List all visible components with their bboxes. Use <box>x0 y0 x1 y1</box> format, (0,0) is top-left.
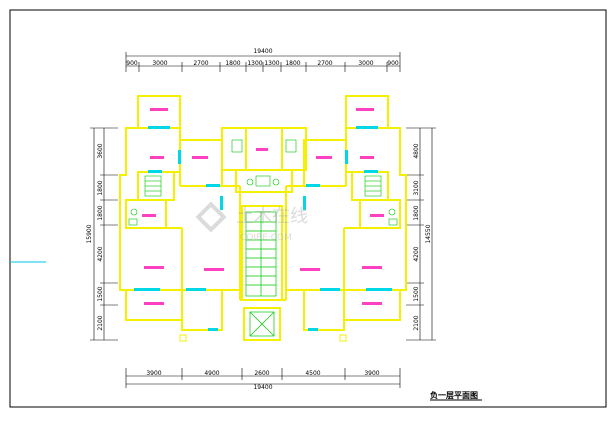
top-dim-10: 900 <box>387 60 399 67</box>
left-dim-4: 4200 <box>97 246 104 261</box>
top-dim-9: 3000 <box>358 60 373 67</box>
bottom-dim-2: 4900 <box>204 370 219 377</box>
left-dim-3: 1800 <box>97 205 104 220</box>
watermark-text: 土木在线 <box>236 206 308 227</box>
watermark: 土木在线 COIBE·COM <box>195 201 308 243</box>
column-marks <box>179 334 347 342</box>
top-dimension-chain <box>125 52 401 72</box>
top-total-dim: 19400 <box>253 48 272 55</box>
bottom-dim-5: 3900 <box>364 370 379 377</box>
floor-plan-walls <box>119 95 407 341</box>
bottom-dimension-chain <box>125 368 401 388</box>
right-dim-2: 3100 <box>413 180 420 195</box>
left-dim-2: 1800 <box>97 180 104 195</box>
watermark-logo <box>195 201 227 233</box>
bottom-dim-4: 4500 <box>305 370 320 377</box>
top-dim-5: 1300 <box>247 60 262 67</box>
left-total-dim: 15900 <box>86 224 93 243</box>
bottom-total-dim: 19400 <box>253 384 272 391</box>
right-dim-5: 1500 <box>413 286 420 301</box>
right-dim-1: 4800 <box>413 143 420 158</box>
bottom-dim-3: 2600 <box>254 370 269 377</box>
top-dim-7: 1800 <box>285 60 300 67</box>
right-dimension-chain <box>406 127 436 341</box>
top-dim-8: 2700 <box>317 60 332 67</box>
drawing-frame <box>9 9 607 408</box>
staircase <box>245 211 277 297</box>
top-dim-6: 1300 <box>264 60 279 67</box>
elevator-shaft <box>249 311 275 337</box>
right-total-dim: 14550 <box>425 224 432 243</box>
room-labels <box>142 108 384 305</box>
left-dim-1: 3600 <box>97 143 104 158</box>
top-dim-3: 2700 <box>193 60 208 67</box>
bottom-dim-1: 3900 <box>146 370 161 377</box>
top-dim-1: 900 <box>126 60 138 67</box>
right-dim-4: 4200 <box>413 246 420 261</box>
top-dim-2: 3000 <box>152 60 167 67</box>
right-dim-6: 2100 <box>413 315 420 330</box>
door-window-marks <box>134 126 392 331</box>
right-dim-3: 1800 <box>413 205 420 220</box>
left-dim-5: 1500 <box>97 286 104 301</box>
wc-fixtures <box>128 175 398 226</box>
top-dim-4: 1800 <box>225 60 240 67</box>
small-stairs <box>144 139 382 197</box>
watermark-subtext: COIBE·COM <box>240 233 292 243</box>
left-dim-6: 2100 <box>97 315 104 330</box>
left-dimension-chain <box>90 127 118 341</box>
drawing-title: 负一层平面图 <box>430 390 478 400</box>
